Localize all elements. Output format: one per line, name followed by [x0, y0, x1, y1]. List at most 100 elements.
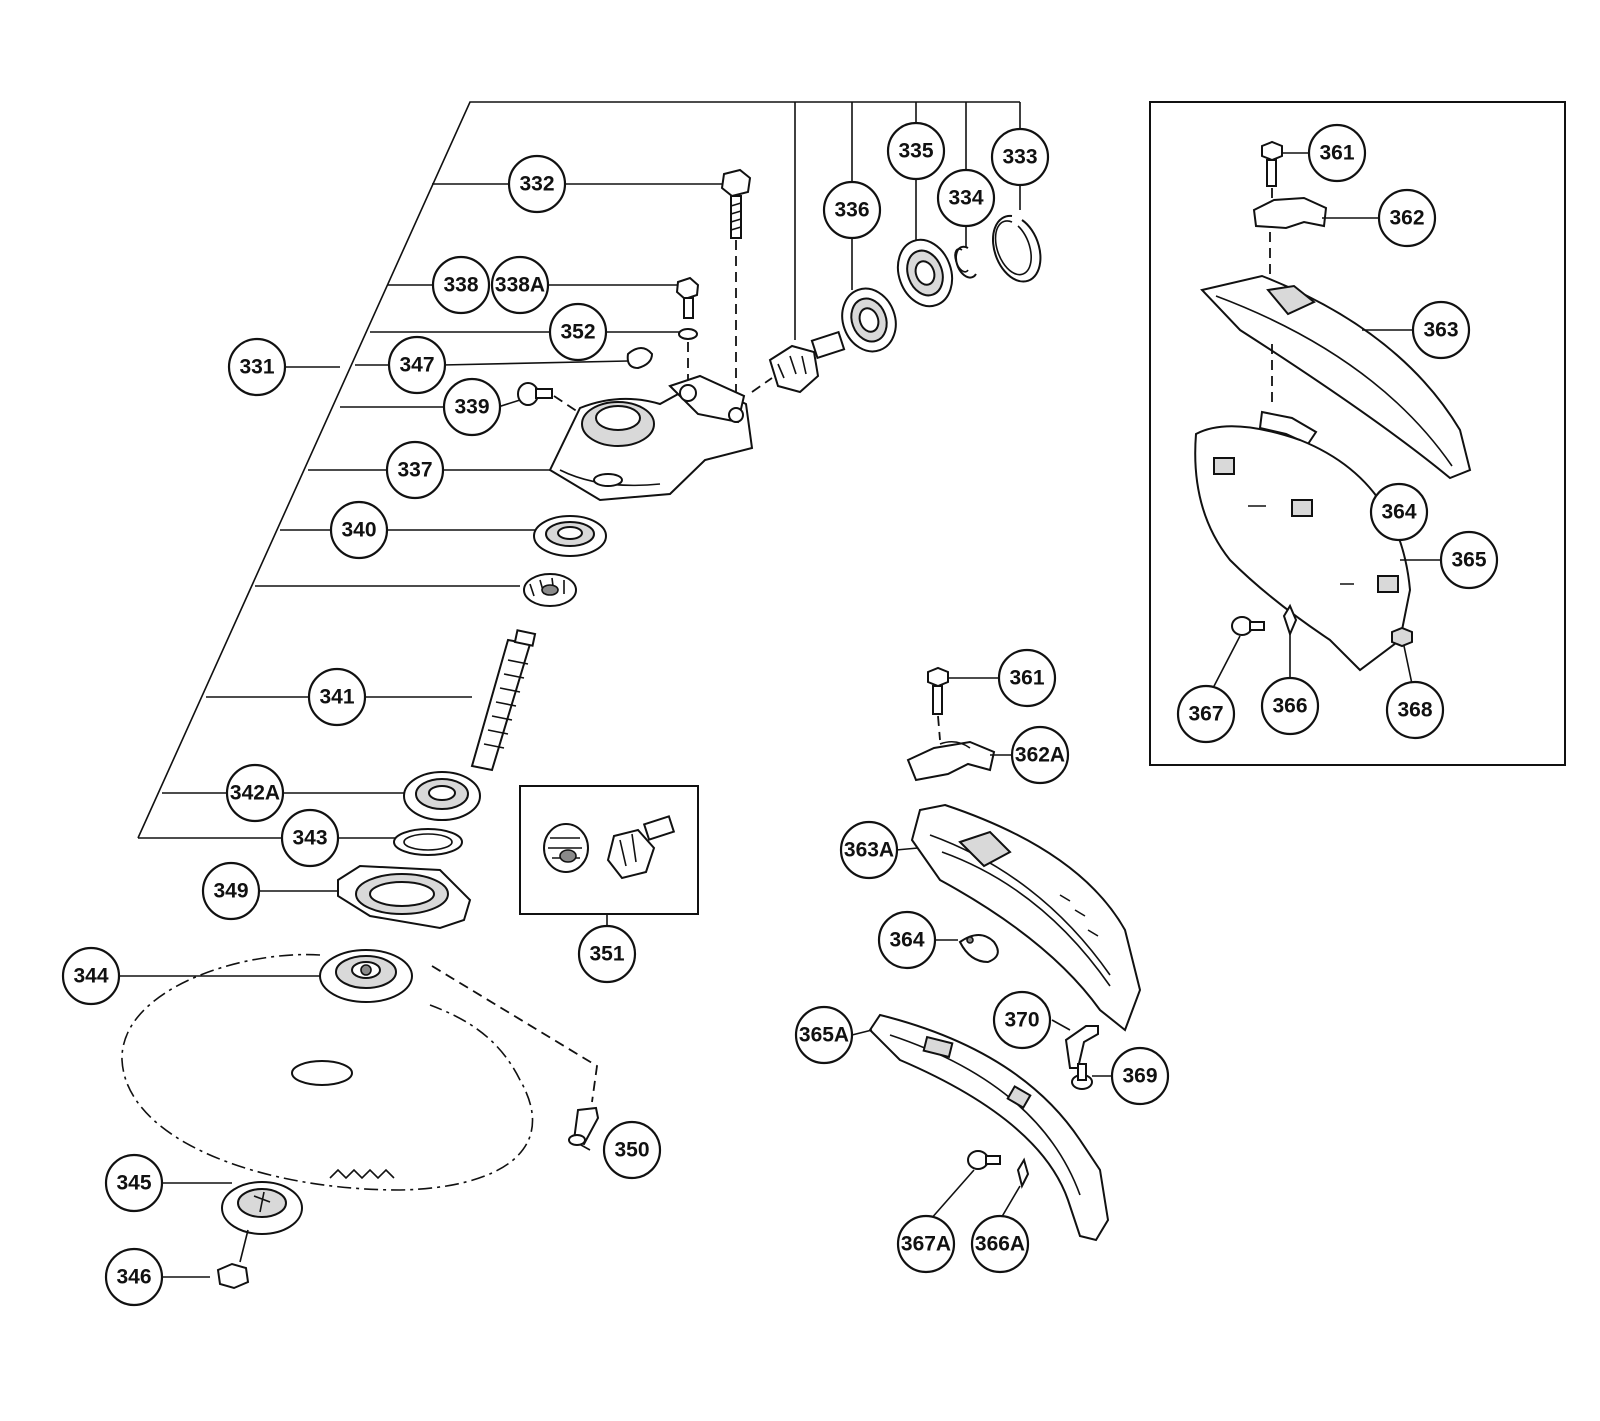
svg-text:346: 346 — [116, 1266, 151, 1289]
cover-349-part — [337, 864, 472, 930]
svg-text:345: 345 — [116, 1172, 151, 1195]
svg-text:362: 362 — [1389, 207, 1424, 230]
callout-341: 341 — [307, 667, 367, 727]
nut-346-part — [216, 1262, 250, 1290]
callout-361: 361 — [997, 648, 1057, 708]
callout-366a: 366A — [970, 1214, 1030, 1274]
callout-335: 335 — [886, 121, 946, 181]
leader-lines — [116, 176, 1021, 1278]
bearing-335-part — [896, 238, 954, 308]
clip-364-part — [958, 934, 999, 964]
svg-text:361: 361 — [1319, 142, 1354, 165]
svg-text:332: 332 — [519, 173, 554, 196]
tool-350-part — [568, 1106, 600, 1146]
snap-ring-333-part — [992, 214, 1042, 283]
inset-guard-365-part — [1194, 425, 1412, 672]
callout-342a: 342A — [225, 763, 285, 823]
svg-text:331: 331 — [239, 356, 274, 379]
bolt-332-part — [720, 168, 752, 239]
callout-332: 332 — [507, 154, 567, 214]
plate-345-part — [221, 1181, 303, 1235]
svg-text:347: 347 — [399, 354, 434, 377]
bracket-370-part — [1064, 1025, 1099, 1069]
inset-callout-365: 365 — [1439, 530, 1499, 590]
callout-334: 334 — [936, 168, 996, 228]
svg-text:333: 333 — [1002, 146, 1037, 169]
svg-text:364: 364 — [889, 929, 924, 952]
bearing-336-part — [841, 287, 897, 353]
callout-344: 344 — [61, 946, 121, 1006]
callout-338a: 338A — [490, 255, 550, 315]
ring-343-part — [393, 828, 463, 856]
callout-364: 364 — [877, 910, 937, 970]
callout-367a: 367A — [896, 1214, 956, 1274]
screw-369-part — [1071, 1063, 1093, 1090]
svg-text:366: 366 — [1272, 695, 1307, 718]
svg-text:370: 370 — [1004, 1009, 1039, 1032]
gear-set-351-frame — [519, 785, 699, 915]
callout-351: 351 — [577, 924, 637, 984]
svg-text:334: 334 — [948, 187, 983, 210]
holder-344-part — [319, 949, 413, 1003]
bevel-gear-part — [523, 573, 577, 607]
svg-text:344: 344 — [73, 965, 108, 988]
svg-text:365A: 365A — [799, 1024, 849, 1047]
svg-text:367: 367 — [1188, 703, 1223, 726]
callout-339: 339 — [442, 377, 502, 437]
callout-346: 346 — [104, 1247, 164, 1307]
svg-text:364: 364 — [1381, 501, 1416, 524]
callout-362a: 362A — [1010, 725, 1070, 785]
svg-text:338: 338 — [443, 274, 478, 297]
inset-callout-368: 368 — [1385, 680, 1445, 740]
callout-352: 352 — [548, 302, 608, 362]
callout-340: 340 — [329, 500, 389, 560]
callout-333: 333 — [990, 127, 1050, 187]
callout-331: 331 — [227, 337, 287, 397]
svg-text:350: 350 — [614, 1139, 649, 1162]
inset-callout-364: 364 — [1369, 482, 1429, 542]
callout-349: 349 — [201, 861, 261, 921]
svg-text:363: 363 — [1423, 319, 1458, 342]
group-bracket-331 — [137, 101, 1021, 839]
screw-367a-part — [967, 1150, 1001, 1170]
callout-369: 369 — [1110, 1046, 1170, 1106]
inset-frame — [1149, 101, 1566, 766]
callout-350: 350 — [602, 1120, 662, 1180]
svg-text:368: 368 — [1397, 699, 1432, 722]
clip-347-part — [626, 347, 654, 370]
svg-text:361: 361 — [1009, 667, 1044, 690]
callout-363a: 363A — [839, 820, 899, 880]
gear-head-assembly — [121, 168, 1042, 1290]
washer-366a-part — [1016, 1157, 1030, 1189]
screw-361-part — [927, 666, 949, 715]
callout-336: 336 — [822, 180, 882, 240]
pinion-gear-part — [768, 330, 846, 394]
inset-washer-366-part — [1282, 603, 1298, 637]
inset-screw-367-part — [1231, 616, 1265, 636]
inset-callout-366: 366 — [1260, 676, 1320, 736]
callout-365a: 365A — [794, 1005, 854, 1065]
inset-screw-361-part — [1261, 140, 1283, 187]
guard-365a-part — [868, 1013, 1110, 1242]
inset-callout-362: 362 — [1377, 188, 1437, 248]
bearing-342a-part — [403, 771, 481, 821]
saw-blade-part — [121, 953, 534, 1191]
svg-text:369: 369 — [1122, 1065, 1157, 1088]
svg-text:343: 343 — [292, 827, 327, 850]
inset-assembly — [1194, 140, 1472, 691]
guard-assembly-main — [851, 666, 1142, 1242]
shaft-341-part — [470, 629, 537, 772]
callout-338: 338 — [431, 255, 491, 315]
guard-363a-part — [910, 803, 1142, 1032]
svg-text:349: 349 — [213, 880, 248, 903]
svg-text:340: 340 — [341, 519, 376, 542]
svg-text:335: 335 — [898, 140, 933, 163]
svg-text:337: 337 — [397, 459, 432, 482]
callout-337: 337 — [385, 440, 445, 500]
callout-343: 343 — [280, 808, 340, 868]
screw-339-part — [517, 382, 553, 406]
washer-352-part — [678, 328, 698, 340]
inset-clamp-362-part — [1252, 196, 1328, 230]
svg-text:367A: 367A — [901, 1233, 951, 1256]
svg-text:341: 341 — [319, 686, 354, 709]
